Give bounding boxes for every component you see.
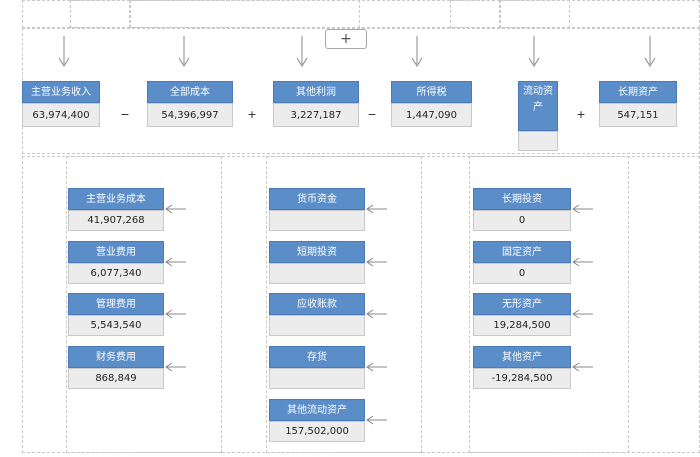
current-asset-header: 存货 [269,346,365,368]
left-arrow-icon [572,204,593,214]
left-arrow-icon [165,204,186,214]
top-header-income-tax: 所得税 [391,81,472,103]
long-asset-header: 无形资产 [473,293,571,315]
grid-cell [450,0,500,28]
current-asset-value [269,368,365,389]
plus-operator: + [247,108,257,121]
grid-cell [70,0,130,28]
current-asset-header: 其他流动资产 [269,399,365,421]
grid-cell [500,0,570,28]
long-asset-value: 19,284,500 [473,315,571,336]
long-asset-value: -19,284,500 [473,368,571,389]
top-value-current-assets [518,131,558,151]
top-value-other-profit: 3,227,187 [273,103,359,127]
left-arrow-icon [165,309,186,319]
current-asset-value [269,210,365,231]
top-value-long-assets: 547,151 [599,103,677,127]
add-button[interactable]: + [325,29,367,49]
cost-item-value: 868,849 [68,368,164,389]
cost-item-value: 5,543,540 [68,315,164,336]
left-arrow-icon [572,257,593,267]
left-arrow-icon [572,362,593,372]
down-arrow-icon [178,36,190,67]
top-header-cost: 全部成本 [147,81,233,103]
top-header-current-assets: 流动资产 [518,81,558,131]
cost-item-value: 6,077,340 [68,263,164,284]
grid-cell [130,0,360,28]
cost-item-header: 财务费用 [68,346,164,368]
current-asset-value [269,263,365,284]
grid-col [66,156,222,453]
long-asset-value: 0 [473,263,571,284]
top-value-cost: 54,396,997 [147,103,233,127]
left-arrow-icon [165,362,186,372]
top-header-long-assets: 长期资产 [599,81,677,103]
top-value-income-tax: 1,447,090 [391,103,472,127]
minus-operator: − [367,108,377,121]
cost-item-value: 41,907,268 [68,210,164,231]
cost-item-header: 管理费用 [68,293,164,315]
top-value-revenue: 63,974,400 [22,103,100,127]
long-asset-header: 长期投资 [473,188,571,210]
cost-item-header: 营业费用 [68,241,164,263]
down-arrow-icon [411,36,423,67]
left-arrow-icon [366,309,387,319]
long-asset-header: 固定资产 [473,241,571,263]
grid-col [266,156,422,453]
current-asset-header: 货币资金 [269,188,365,210]
left-arrow-icon [366,257,387,267]
top-header-other-profit: 其他利润 [273,81,359,103]
long-asset-value: 0 [473,210,571,231]
current-asset-value [269,315,365,336]
down-arrow-icon [528,36,540,67]
grid-col [469,156,629,453]
plus-operator: + [576,108,586,121]
left-arrow-icon [366,415,387,425]
top-header-revenue: 主营业务收入 [22,81,100,103]
current-asset-value: 157,502,000 [269,421,365,442]
long-asset-header: 其他资产 [473,346,571,368]
cost-item-header: 主营业务成本 [68,188,164,210]
down-arrow-icon [296,36,308,67]
current-asset-header: 短期投资 [269,241,365,263]
down-arrow-icon [58,36,70,67]
left-arrow-icon [366,362,387,372]
down-arrow-icon [644,36,656,67]
left-arrow-icon [572,309,593,319]
left-arrow-icon [165,257,186,267]
current-asset-header: 应收账款 [269,293,365,315]
left-arrow-icon [366,204,387,214]
minus-operator: − [120,108,130,121]
